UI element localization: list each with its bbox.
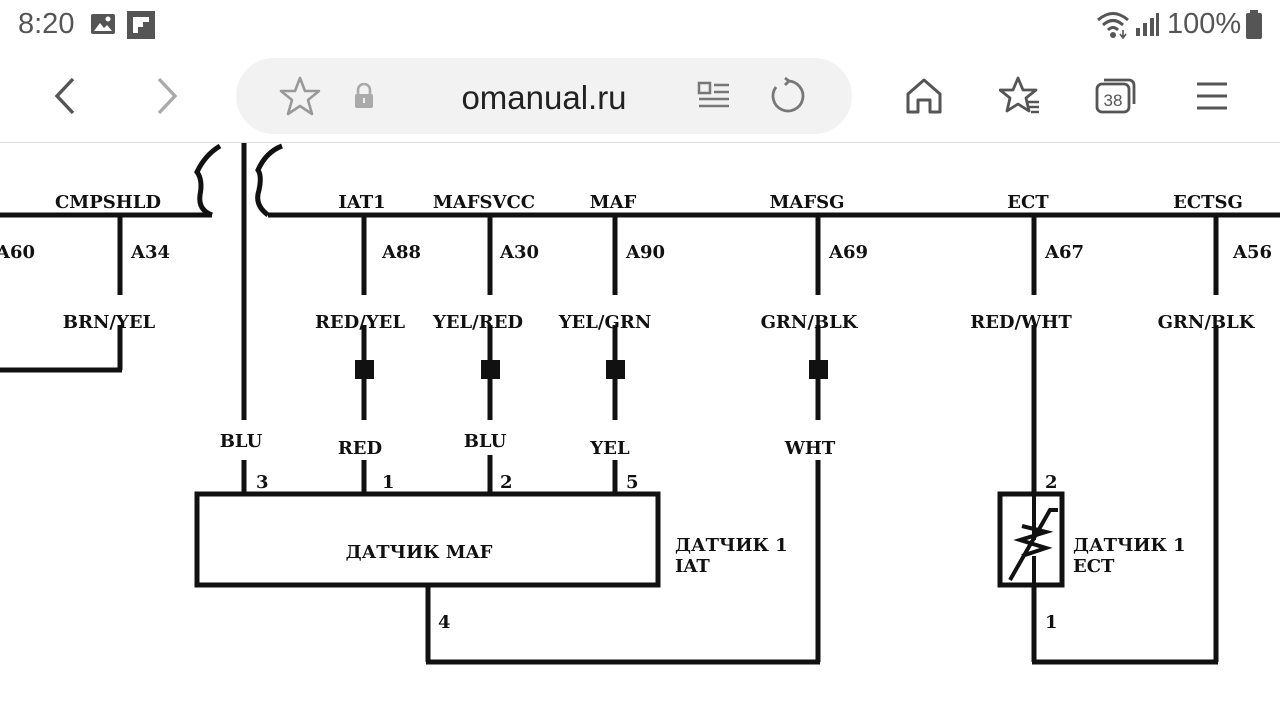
wire-color-label: BRN/YEL [63,312,156,333]
reader-mode-button[interactable] [684,66,744,126]
ect-pin-number: 2 [1045,472,1058,493]
thermistor-symbol [1008,494,1058,585]
pin-label: A69 [828,242,868,263]
signal-label-mafsg: MAFSG [769,192,844,213]
signal-label-maf: MAF [590,192,637,213]
wire-color-label: RED/WHT [970,312,1072,333]
gallery-icon [90,11,116,41]
maf-pin-number: 2 [500,472,513,493]
wire-color-label: YEL/GRN [558,312,652,333]
forward-button[interactable] [136,66,196,126]
lock-indicator[interactable] [334,66,394,126]
pin-label: A30 [499,242,539,263]
connector-markers [355,360,828,379]
chevron-right-icon [157,77,178,115]
maf-sensor-label: ДАТЧИК MAF [346,542,493,563]
reader-icon [697,81,729,108]
page-content[interactable]: CMPSHLD IAT1 MAFSVCC MAF MAFSG ECT ECTSG… [0,143,1280,720]
signal-label-cmpshld: CMPSHLD [55,192,161,213]
tabs-icon: 38 [1095,78,1136,114]
pin-label: A67 [1044,242,1084,263]
back-button[interactable] [36,66,96,126]
chevron-left-icon [54,77,75,115]
home-button[interactable] [894,66,954,126]
wire-color-label: WHT [784,438,836,459]
pin-label: A56 [1232,242,1272,263]
add-bookmark-button[interactable] [270,66,330,126]
pin-label: A90 [625,242,665,263]
ect-sensor-label-line1: ДАТЧИК 1 [1073,535,1186,556]
url-bar[interactable]: omanual.ru [236,58,852,134]
battery-icon [1245,10,1263,44]
tabs-button[interactable]: 38 [1086,66,1146,126]
tabs-count: 38 [1104,91,1123,110]
url-text[interactable]: omanual.ru [461,79,627,116]
ect-sensor-label-line2: ECT [1073,556,1115,577]
maf-pin-number: 1 [382,472,395,493]
signal-label-ectsg: ECTSG [1173,192,1243,213]
signal-label-ect: ECT [1007,192,1049,213]
pin-label: A60 [0,242,35,263]
wifi-icon [1096,10,1130,44]
wire-color-label: YEL/RED [432,312,523,333]
signal-label-mafsvcc: MAFSVCC [433,192,535,213]
wire-color-label: BLU [220,431,263,452]
battery-percent: 100% [1167,8,1242,40]
wire-color-label: GRN/BLK [1158,312,1256,333]
hamburger-menu-icon [1197,82,1227,110]
maf-pin-number: 4 [438,612,451,633]
wire-color-label: YEL [589,438,630,459]
wire-color-label: GRN/BLK [761,312,859,333]
wire-color-label: BLU [464,431,507,452]
home-icon [906,78,942,114]
bookmarks-button[interactable] [990,66,1050,126]
wire-color-label: RED/YEL [315,312,405,333]
iat-sensor-label-line2: IAT [675,556,710,577]
lock-icon [355,83,373,108]
reload-button[interactable] [758,66,818,126]
maf-pin-number: 5 [626,472,639,493]
signal-label-iat1: IAT1 [338,192,385,213]
wire-color-label: RED [338,438,382,459]
pin-label: A34 [130,242,170,263]
flipboard-icon [127,11,155,43]
maf-pin-number: 3 [256,472,269,493]
browser-toolbar: omanual.ru 38 [0,50,1280,143]
status-bar: 8:20 100% [0,0,1280,50]
wiring-diagram: CMPSHLD IAT1 MAFSVCC MAF MAFSG ECT ECTSG… [0,143,1280,665]
iat-sensor-label-line1: ДАТЧИК 1 [675,535,788,556]
status-time: 8:20 [18,8,75,40]
reload-icon [771,77,805,113]
ect-pin-number: 1 [1045,612,1058,633]
star-icon [279,76,321,116]
bookmarks-star-list-icon [999,76,1039,114]
signal-icon [1134,12,1160,42]
pin-label: A88 [381,242,421,263]
menu-button[interactable] [1182,66,1242,126]
